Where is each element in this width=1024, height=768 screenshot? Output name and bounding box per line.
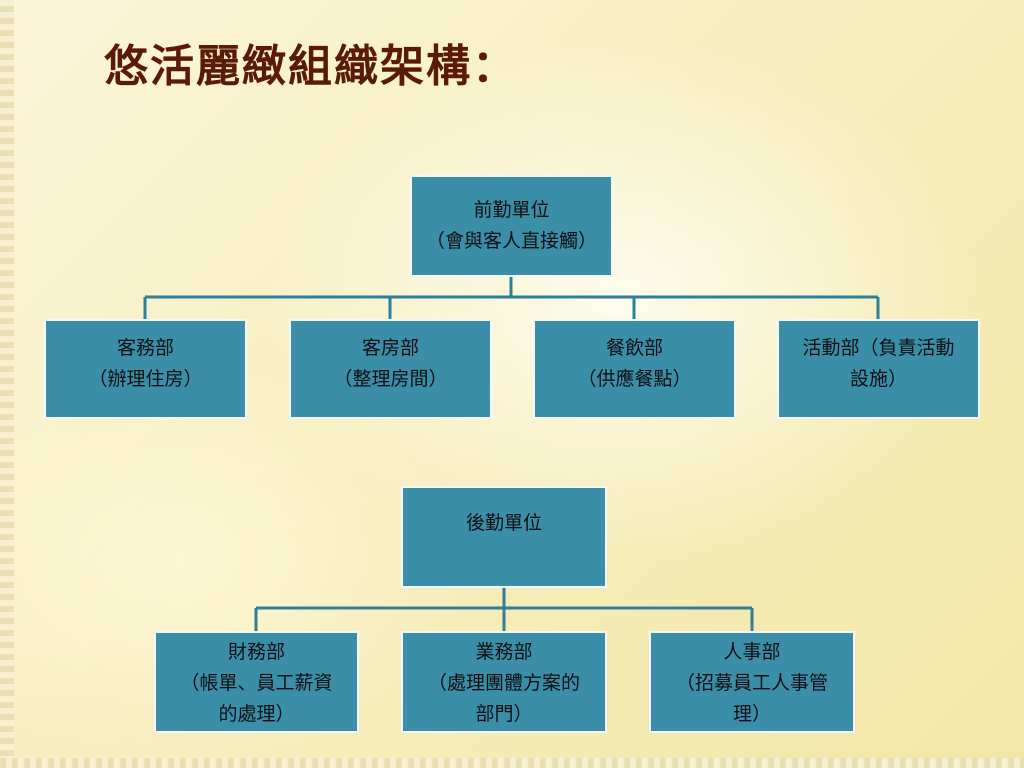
dept-box-housekeeping: 客房部 （整理房間） xyxy=(289,319,492,419)
box-line: 業務部 xyxy=(475,641,533,663)
dept-box-activities: 活動部（負責活動 設施） xyxy=(777,319,980,419)
box-line: 餐飲部 xyxy=(605,337,663,359)
dept-box-guest-services: 客務部 （辦理住房） xyxy=(44,319,247,419)
dept-box-finance: 財務部 （帳單、員工薪資 的處理） xyxy=(154,631,359,733)
box-line: 部門） xyxy=(475,703,533,725)
box-line: （辦理住房） xyxy=(88,368,203,390)
box-line: 理） xyxy=(732,703,771,725)
box-line: 前勤單位 xyxy=(473,199,550,221)
back-office-root-box: 後勤單位 xyxy=(401,486,607,588)
left-border-strip xyxy=(0,0,14,768)
box-line: 活動部（負責活動 xyxy=(802,337,955,359)
box-line: （處理團體方案的 xyxy=(427,672,580,694)
box-line: （供應餐點） xyxy=(577,368,692,390)
box-line: （帳單、員工薪資 xyxy=(180,672,333,694)
box-line: 後勤單位 xyxy=(465,512,542,534)
box-line: 財務部 xyxy=(227,641,285,663)
box-line: 客務部 xyxy=(116,337,174,359)
box-line: 人事部 xyxy=(723,641,781,663)
dept-box-food-beverage: 餐飲部 （供應餐點） xyxy=(533,319,736,419)
box-line: （招募員工人事管 xyxy=(675,672,828,694)
box-line: （整理房間） xyxy=(333,368,448,390)
dept-box-sales: 業務部 （處理團體方案的 部門） xyxy=(401,631,607,733)
box-line: 的處理） xyxy=(218,703,295,725)
box-line: 設施） xyxy=(849,368,907,390)
box-line: （會與客人直接觸） xyxy=(425,230,597,252)
front-office-root-box: 前勤單位 （會與客人直接觸） xyxy=(410,175,613,277)
dept-box-human-resources: 人事部 （招募員工人事管 理） xyxy=(649,631,855,733)
slide-title: 悠活麗緻組織架構： xyxy=(104,41,518,92)
box-line: 客房部 xyxy=(361,337,419,359)
bottom-border-strip xyxy=(0,758,1024,768)
